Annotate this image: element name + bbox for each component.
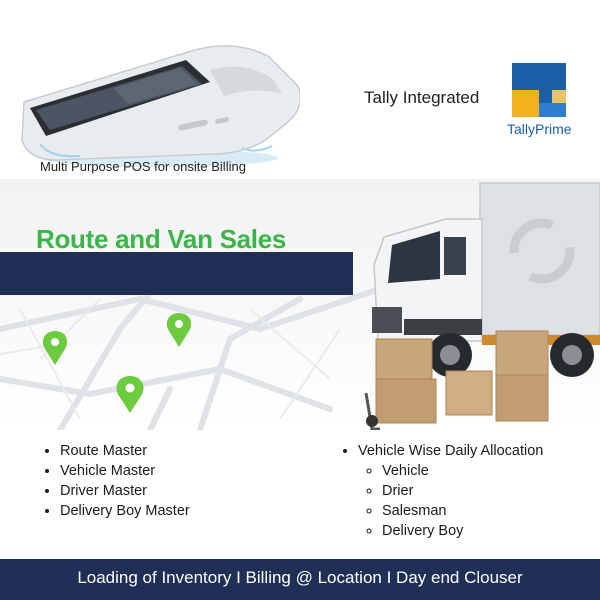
list-item: Vehicle Master [60,461,190,481]
list-item: Delivery Boy Master [60,501,190,521]
allocation-list: Vehicle Wise Daily Allocation Vehicle Dr… [340,441,544,539]
list-item: Vehicle Wise Daily Allocation Vehicle Dr… [358,441,544,539]
map-pin-icon [116,376,144,413]
allocation-title: Vehicle Wise Daily Allocation [358,443,544,459]
list-item: Driver Master [60,481,190,501]
footer-bar [0,559,600,600]
route-scene [0,179,600,430]
list-item: Drier [382,481,543,501]
tally-integrated-label: Tally Integrated [364,88,480,107]
title-band [0,252,353,295]
section-title: Route and Van Sales [36,224,287,254]
pos-caption: Multi Purpose POS for onsite Billing [40,159,246,174]
tally-brand-label: TallyPrime [507,121,572,137]
list-item: Salesman [382,501,543,521]
allocation-sublist: Vehicle Drier Salesman Delivery Boy [358,461,543,541]
map-pin-icon [166,313,192,347]
pos-terminal-icon [21,45,300,167]
list-item: Route Master [60,441,190,461]
list-item: Vehicle [382,461,543,481]
map-background [0,182,600,430]
cardboard-box-icon [364,330,549,430]
masters-list: Route Master Vehicle Master Driver Maste… [42,441,190,521]
footer-text: Loading of Inventory I Billing @ Locatio… [77,568,523,587]
tally-logo-icon [512,63,566,117]
list-item: Delivery Boy [382,521,543,541]
map-pin-icon [42,331,68,365]
delivery-truck-icon [372,182,600,377]
